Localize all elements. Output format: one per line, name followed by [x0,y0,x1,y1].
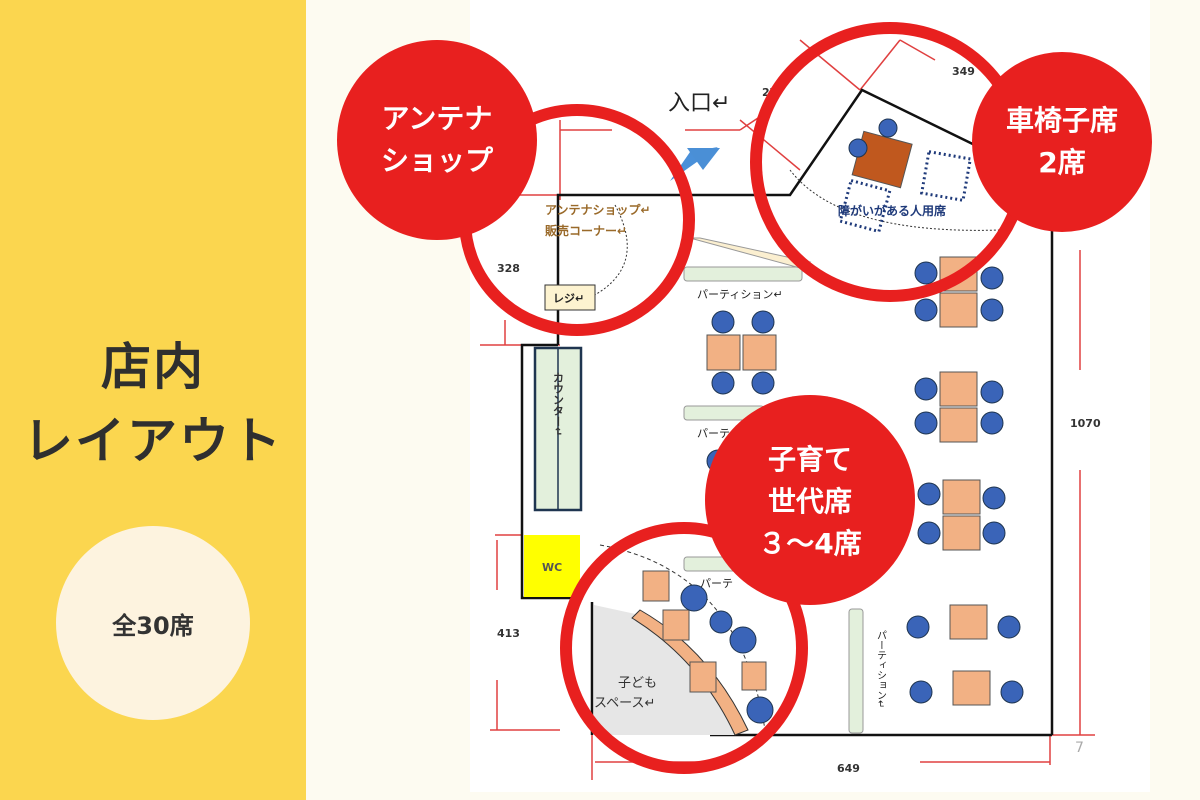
callout-line: ３～4席 [758,527,862,560]
wheelchair-callout [972,52,1152,232]
wheelchair-callout-text: 車椅子席 2席 [1006,100,1118,184]
callout-line: 子育て [767,443,853,476]
wheelchair-spaces [838,149,973,234]
family-callout [705,395,915,605]
wc-label: WC [542,561,562,574]
left-panel: 店内レイアウト 全30席 [0,0,306,800]
callout-line: 2席 [1038,146,1086,179]
total-seats-badge: 全30席 [56,526,250,720]
partitions [683,237,864,734]
dim-1070: 1070 [1070,417,1101,430]
kids-space-area [594,605,735,735]
partition-label: パーテ [700,577,733,590]
entrance-label: 入口↵ [668,91,730,116]
dim-328: 328 [497,262,520,275]
accessible-label: 障がいがある人用席 [838,203,946,218]
callout-line: ショップ [380,144,494,177]
dashed-arc [599,544,766,731]
entrance-arrow-icon [687,148,720,170]
shop-label-2: 販売コーナー↵ [545,223,627,238]
curved-bench [631,609,749,736]
register [544,284,596,311]
partition-label: パーティション↵ [697,288,783,301]
partition-label-vertical: パーティション↵ [875,630,887,709]
shop-label: アンテナショップ↵ [545,202,651,217]
antenna-callout-text: アンテナショップ [381,98,493,182]
callout-line: 世代席 [767,485,853,518]
page-title: 店内レイアウト [0,330,306,478]
dim-649: 649 [837,762,860,775]
kids-label-2: スペース↵ [594,696,655,711]
callout-line: アンテナ [381,102,493,135]
register-label: レジ↵ [553,292,584,305]
dim-349: 349 [952,65,975,78]
page-number: 7 [1075,740,1084,756]
title-line: 店内 [101,338,205,396]
title-line: レイアウト [23,412,283,470]
dashed-arc [789,169,1001,231]
callout-line: 車椅子席 [1005,104,1119,137]
dashed-arc [584,204,628,301]
counter-label: カウンター↵ [552,372,565,437]
wc-room [524,535,580,597]
dim-413: 413 [497,627,520,640]
family-ring [560,522,808,774]
total-seats-text: 全30席 [112,611,194,640]
partition-label: パーテ [697,427,730,440]
family-callout-text: 子育て世代席 ３～4席 [758,439,861,565]
antenna-callout [337,40,537,240]
kids-label: 子ども [618,676,657,691]
